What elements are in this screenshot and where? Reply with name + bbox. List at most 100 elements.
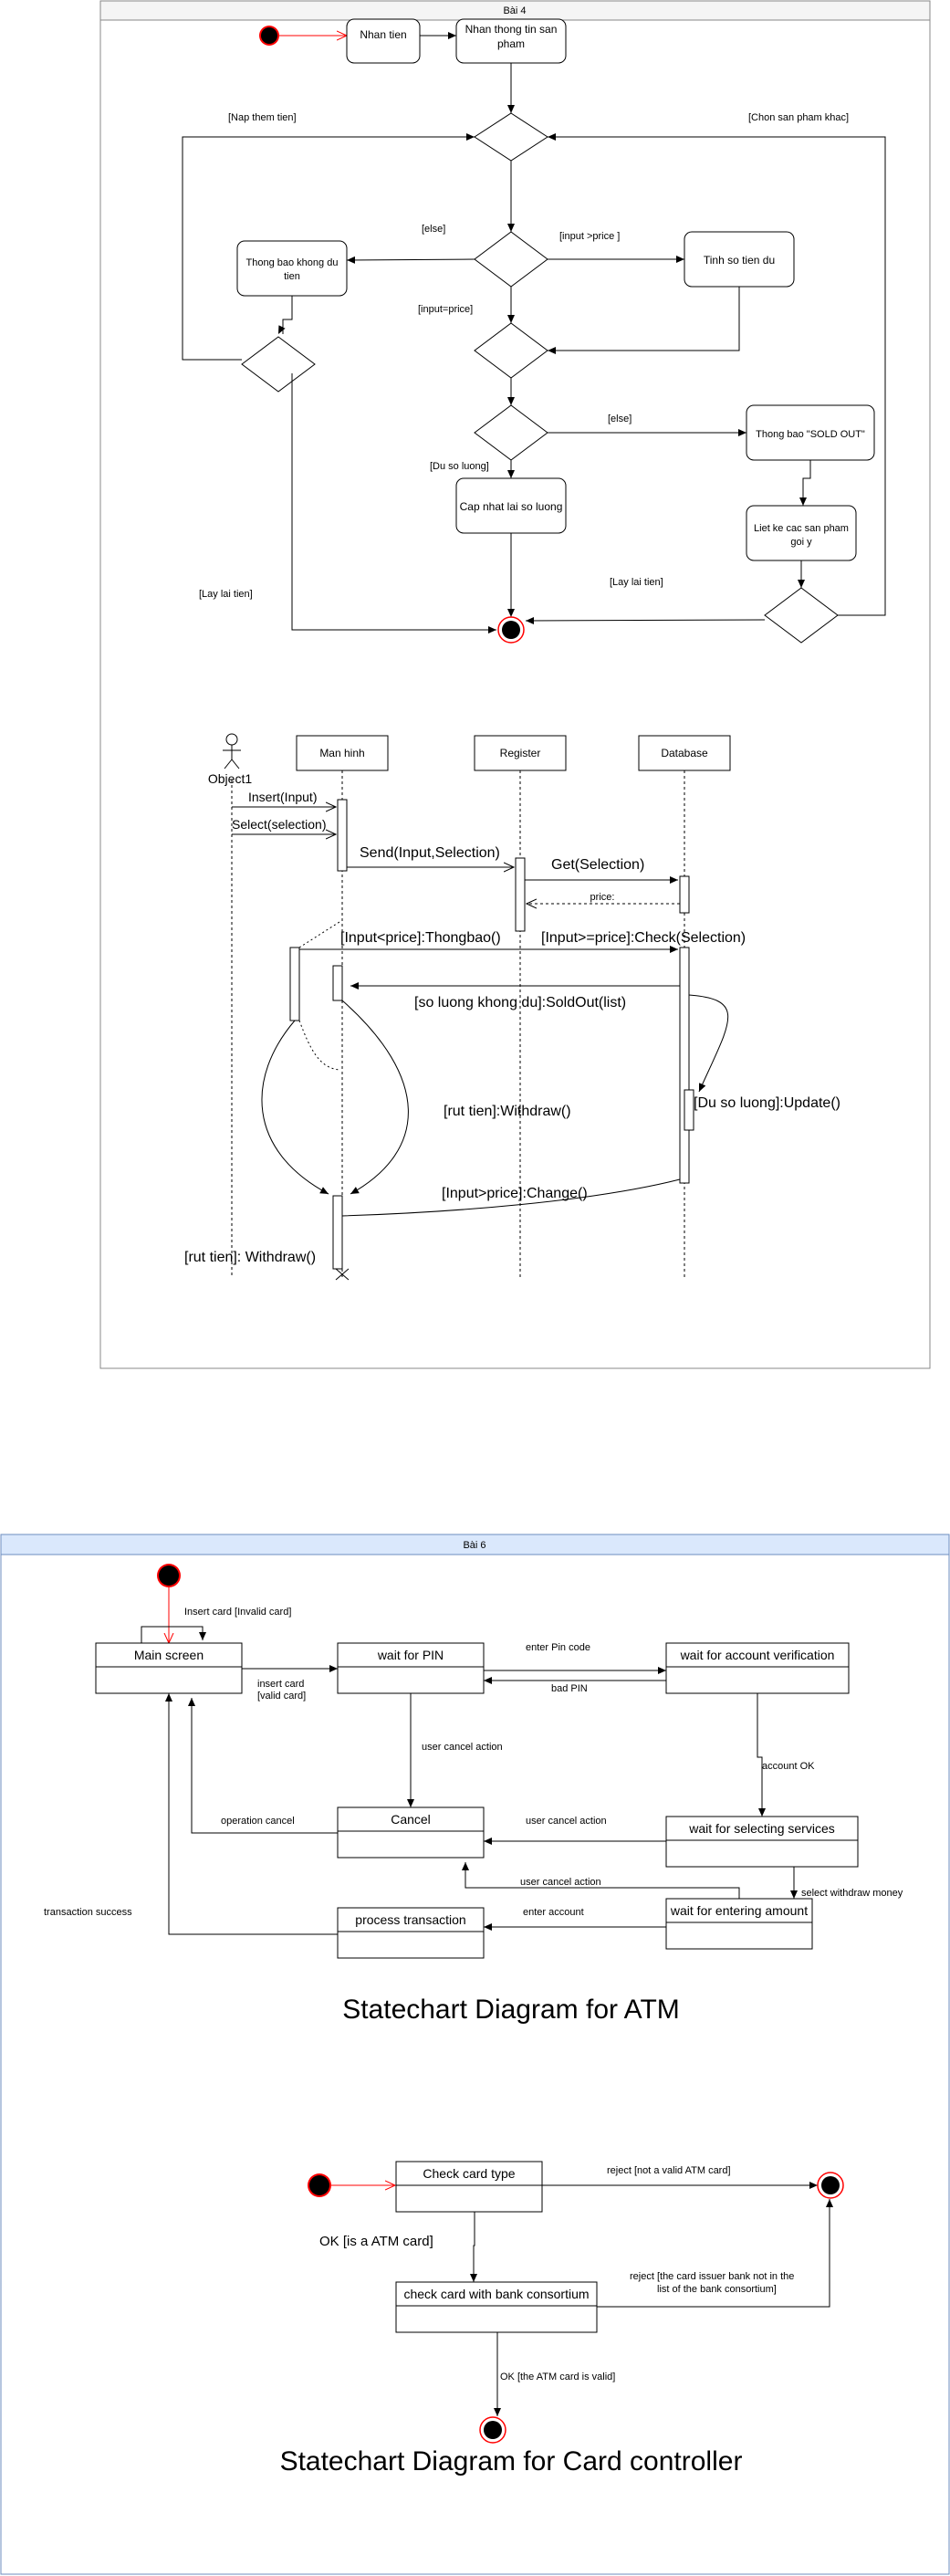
- trans-select-withdraw: select withdraw money: [801, 1888, 903, 1899]
- label-withdraw-1: [rut tien]:Withdraw(): [444, 1104, 571, 1119]
- label-process-transaction: process transaction: [355, 1912, 465, 1927]
- label-check: [Input>=price]:Check(Selection): [541, 930, 746, 946]
- bai6-frame: Bài 6: [0, 1534, 950, 2575]
- label-liet-ke-2: goi y: [790, 537, 812, 548]
- label-cancel: Cancel: [391, 1812, 431, 1827]
- msg-update: [688, 994, 729, 1093]
- guard-lay-lai-tien-left: [Lay lai tien]: [199, 589, 253, 600]
- label-select: Select(selection): [232, 817, 327, 832]
- msg-withdraw-1: [341, 1000, 409, 1195]
- decision-left: [241, 336, 316, 393]
- activation-database-1: [679, 875, 690, 914]
- trans-transaction-success: transaction success: [44, 1907, 132, 1918]
- bai4-frame: Bài 4: [99, 0, 931, 1369]
- guard-chon-san-pham-khac: [Chon san pham khac]: [748, 112, 849, 123]
- state-main-screen: [95, 1642, 243, 1694]
- label-thong-bao-2: tien: [284, 271, 300, 282]
- lifeline-man-hinh: Man hinh: [319, 747, 364, 759]
- guard-input-gt-price: [input >price ]: [559, 231, 620, 242]
- label-price: price:: [590, 892, 615, 903]
- msg-thongbao-link: [298, 921, 340, 948]
- trans-insert-invalid: Insert card [Invalid card]: [184, 1607, 291, 1618]
- label-wait-pin: wait for PIN: [377, 1648, 444, 1662]
- node-thong-bao-khong-du: [236, 240, 348, 297]
- card-final-reject: [821, 2176, 840, 2194]
- trans-ok-atm: OK [is a ATM card]: [319, 2234, 433, 2249]
- label-liet-ke-1: Liet ke cac san pham: [754, 523, 849, 534]
- trans-enter-pin: enter Pin code: [526, 1642, 590, 1653]
- trans-account-ok: account OK: [762, 1761, 815, 1772]
- lifeline-register-box: [474, 735, 567, 771]
- label-update: [Du so luong]:Update(): [694, 1095, 840, 1111]
- trans-reject-bank-1: reject [the card issuer bank not in the: [630, 2271, 794, 2282]
- state-check-card-type: [395, 2161, 543, 2213]
- trans-enter-account: enter account: [523, 1907, 584, 1918]
- trans-insert-valid-2: [valid card]: [257, 1691, 306, 1702]
- activity-diagram: [182, 18, 886, 644]
- label-insert: Insert(Input): [248, 790, 317, 804]
- label-change: [Input>price]:Change(): [442, 1186, 588, 1201]
- label-send: Send(Input,Selection): [360, 845, 500, 861]
- trans-operation-cancel: operation cancel: [221, 1816, 295, 1827]
- label-nhan-thong-tin-1: Nhan thong tin san: [465, 23, 558, 36]
- trans-bad-pin: bad PIN: [551, 1683, 588, 1694]
- trans-user-cancel-2: user cancel action: [526, 1816, 607, 1827]
- label-withdraw-2: [rut tien]: Withdraw(): [184, 1250, 316, 1265]
- trans-user-cancel-3: user cancel action: [520, 1877, 601, 1888]
- card-diagram-title: Statechart Diagram for Card controller: [280, 2446, 743, 2477]
- trans-ok-valid: OK [the ATM card is valid]: [500, 2372, 615, 2382]
- guard-nap-them-tien: [Nap them tien]: [228, 112, 297, 123]
- label-wait-services: wait for selecting services: [688, 1821, 835, 1836]
- activation-register: [515, 857, 526, 932]
- card-final-valid: [484, 2421, 502, 2439]
- bai4-title: Bài 4: [503, 5, 526, 16]
- atm-labels: Main screen wait for PIN wait for accoun…: [44, 1607, 903, 2025]
- label-check-bank: check card with bank consortium: [403, 2287, 589, 2301]
- msg-change: [341, 1178, 681, 1217]
- atm-diagram-title: Statechart Diagram for ATM: [342, 1995, 680, 2025]
- msg-withdraw-2: [261, 1020, 329, 1195]
- sequence-diagram: [223, 733, 731, 1281]
- state-wait-verification: [665, 1642, 850, 1694]
- activation-man-hinh-3: [332, 1195, 343, 1270]
- label-sold-out: Thong bao "SOLD OUT": [756, 429, 865, 440]
- trans-user-cancel-1: user cancel action: [422, 1742, 503, 1753]
- final-node: [502, 621, 520, 639]
- decision-right: [764, 587, 839, 644]
- activation-object-left: [289, 947, 300, 1021]
- activation-man-hinh-2: [332, 965, 343, 1001]
- actor-label: Object1: [208, 771, 252, 786]
- label-nhan-tien: Nhan tien: [360, 28, 406, 41]
- card-labels: Check card type check card with bank con…: [280, 2165, 795, 2477]
- card-statechart: [308, 2161, 844, 2444]
- actor-icon: [223, 733, 241, 770]
- bai6-title: Bài 6: [463, 1540, 485, 1551]
- label-soldout: [so luong khong du]:SoldOut(list): [414, 995, 626, 1011]
- trans-reject-invalid: reject [not a valid ATM card]: [607, 2165, 731, 2176]
- label-cap-nhat: Cap nhat lai so luong: [460, 500, 563, 513]
- atm-initial: [159, 1565, 179, 1586]
- label-nhan-thong-tin-2: pham: [497, 37, 525, 50]
- initial-node: [261, 27, 277, 44]
- trans-insert-valid-1: insert card: [257, 1679, 304, 1690]
- activation-database-3: [684, 1089, 694, 1131]
- label-wait-verification: wait for account verification: [680, 1648, 835, 1662]
- label-main-screen: Main screen: [134, 1648, 204, 1662]
- guard-lay-lai-tien-right: [Lay lai tien]: [610, 577, 663, 588]
- guard-du-so-luong: [Du so luong]: [430, 461, 489, 472]
- guard-input-eq-price: [input=price]: [418, 304, 473, 315]
- state-cancel: [337, 1806, 485, 1859]
- activation-database-2: [679, 947, 690, 1184]
- label-wait-amount: wait for entering amount: [670, 1903, 808, 1918]
- state-process-transaction: [337, 1907, 485, 1959]
- node-nhan-tien: [346, 18, 421, 64]
- card-initial: [309, 2175, 329, 2195]
- activity-labels: Nhan tien Nhan thong tin san pham Thong …: [199, 23, 865, 600]
- label-thong-bao-1: Thong bao khong du: [246, 257, 339, 268]
- state-wait-amount: [665, 1898, 813, 1950]
- label-tinh-so-tien-du: Tinh so tien du: [704, 254, 775, 267]
- label-check-card-type: Check card type: [423, 2166, 515, 2181]
- label-get: Get(Selection): [551, 857, 644, 873]
- lifeline-register: Register: [500, 747, 541, 759]
